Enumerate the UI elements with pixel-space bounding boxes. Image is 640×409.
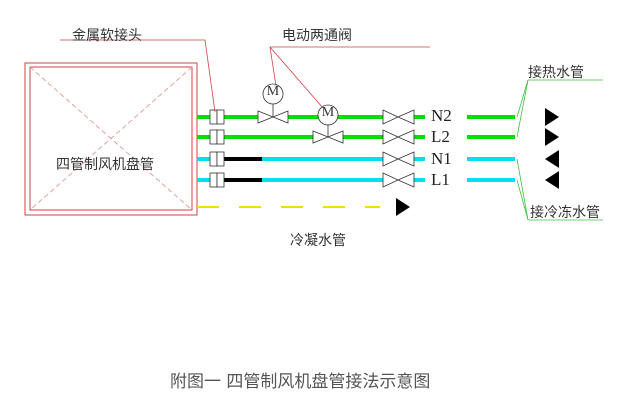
- metal-hose-connector: [209, 129, 225, 145]
- gate-valves: [382, 109, 415, 188]
- motor-symbol: [262, 83, 284, 105]
- flow-arrow-right: [545, 128, 559, 146]
- pipe-label-l2: L2: [431, 127, 450, 146]
- hot-water-label: 接热水管: [528, 65, 584, 81]
- chilled-water-label: 接冷冻水管: [530, 205, 600, 221]
- metal-hose-connector: [209, 172, 225, 188]
- pipe-label-n2: N2: [431, 106, 452, 125]
- valve-leader: [269, 46, 324, 109]
- motor-label: M: [321, 105, 335, 120]
- hot-water-leader: [516, 79, 529, 118]
- pipe-label-l1: L1: [431, 170, 450, 189]
- pipe-label-n1: N1: [431, 149, 452, 168]
- gate-valve: [382, 129, 415, 145]
- two-way-valve-label: 电动两通阀: [282, 28, 352, 44]
- chilled-water-leader: [516, 158, 529, 221]
- metal-hose-label: 金属软接头: [72, 28, 142, 44]
- gate-valve: [382, 172, 415, 188]
- flow-arrow-right: [545, 108, 559, 126]
- metal-hose-leader: [60, 39, 216, 113]
- metal-hose-connector: [209, 109, 225, 125]
- gate-valve: [382, 109, 415, 125]
- motor-label: M: [266, 84, 280, 99]
- flow-arrows: [396, 108, 559, 216]
- fan-coil-inner-border: [29, 66, 193, 211]
- leader-lines: [60, 39, 603, 221]
- chilled-water-leader: [516, 179, 529, 221]
- condensate-label: 冷凝水管: [290, 233, 346, 249]
- flow-arrow-right: [396, 198, 410, 216]
- metal-hose-connectors: [209, 109, 225, 188]
- fan-coil-unit: [24, 62, 198, 216]
- motorized-valve-hot-return: [312, 104, 344, 144]
- gate-valve: [382, 151, 415, 167]
- figure-caption: 附图一 四管制风机盘管接法示意图: [170, 372, 431, 392]
- hot-water-leader: [516, 79, 529, 138]
- motor-symbol: [317, 104, 339, 126]
- flow-arrow-left: [545, 171, 559, 189]
- metal-hose-connector: [209, 151, 225, 167]
- valve-leader: [269, 46, 277, 87]
- fan-coil-label: 四管制风机盘管: [56, 157, 154, 173]
- fan-coil-cross-line: [29, 66, 193, 211]
- flow-arrow-left: [545, 150, 559, 168]
- motorized-valve-hot: [257, 83, 289, 124]
